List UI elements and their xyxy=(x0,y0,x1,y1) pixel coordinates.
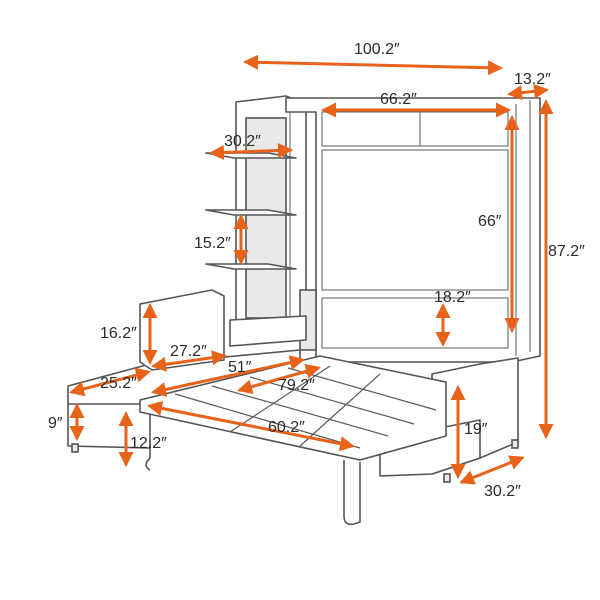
label-overall-height: 87.2″ xyxy=(548,243,585,260)
label-bed-frame-height: 66″ xyxy=(478,213,502,230)
back-cushion-right xyxy=(229,315,307,347)
label-bed-frame-width: 66.2″ xyxy=(380,91,417,108)
label-shelf-spacing: 15.2″ xyxy=(194,235,231,252)
label-back-cushion-width: 27.2″ xyxy=(170,343,207,360)
foot xyxy=(71,443,79,453)
support-leg-left xyxy=(145,440,151,471)
label-mattress-length: 79.2″ xyxy=(278,377,315,394)
cabinet-frame xyxy=(285,97,541,363)
dimension-line-base-depth xyxy=(459,455,525,485)
dimension-line-shelf-width xyxy=(209,142,293,161)
shelf-board xyxy=(205,209,297,216)
label-sofa-length: 51″ xyxy=(228,359,252,376)
label-leg-height: 9″ xyxy=(48,415,63,432)
label-shelf-width: 30.2″ xyxy=(224,133,261,150)
foot xyxy=(511,439,519,449)
label-cabinet-depth: 13.2″ xyxy=(514,71,551,88)
support-leg xyxy=(343,460,361,526)
dimension-lines xyxy=(69,54,554,485)
dimension-line-mattress-length xyxy=(237,364,321,394)
dimension-labels: 100.2″ 66.2″ 13.2″ 30.2″ 15.2″ 66″ 87.2″… xyxy=(48,41,585,500)
label-sofa-depth: 25.2″ xyxy=(100,375,137,392)
label-overall-width: 100.2″ xyxy=(354,41,400,58)
label-base-depth: 30.2″ xyxy=(484,483,521,500)
label-support-leg-height: 12.2″ xyxy=(130,435,167,452)
dimension-line-sofa-depth xyxy=(69,367,151,397)
dimension-line-overall-width xyxy=(243,54,503,76)
dimension-line-bed-width xyxy=(147,400,355,452)
label-bed-width: 60.2″ xyxy=(268,419,305,436)
dimension-line-cabinet-depth xyxy=(507,83,549,101)
label-drawer-height: 18.2″ xyxy=(434,289,471,306)
furniture-drawing xyxy=(67,95,541,526)
foot xyxy=(443,473,451,483)
label-back-cushion-height: 16.2″ xyxy=(100,325,137,342)
label-bed-height: 19″ xyxy=(464,421,488,438)
